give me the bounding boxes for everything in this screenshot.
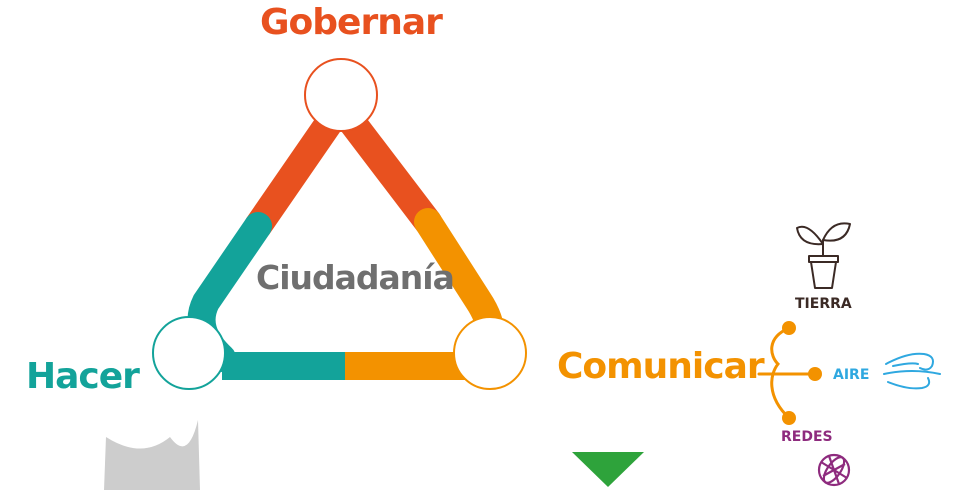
- node-circle-top: [304, 58, 378, 132]
- decorative-gray-shape: [104, 420, 200, 490]
- center-label: Ciudadanía: [256, 258, 455, 297]
- branch-dot-tierra: [782, 321, 796, 335]
- plant-pot-icon: [796, 222, 851, 289]
- channel-label-tierra: TIERRA: [795, 296, 852, 312]
- node-label-gobernar: Gobernar: [260, 2, 443, 43]
- node-label-comunicar: Comunicar: [557, 346, 765, 387]
- edge-top-left-orange: [244, 99, 350, 240]
- branch-connector-curve: [770, 326, 791, 420]
- channel-label-aire: AIRE: [833, 367, 870, 383]
- node-circle-right: [453, 316, 527, 390]
- node-circle-left: [152, 316, 226, 390]
- wind-icon: [883, 352, 941, 390]
- globe-icon: [817, 453, 851, 487]
- branch-dot-aire: [808, 367, 822, 381]
- edge-top-right-orange: [331, 99, 442, 236]
- branch-dot-redes: [782, 411, 796, 425]
- node-label-hacer: Hacer: [26, 356, 140, 397]
- channel-label-redes: REDES: [781, 429, 833, 445]
- arrow-down-icon: [572, 452, 644, 487]
